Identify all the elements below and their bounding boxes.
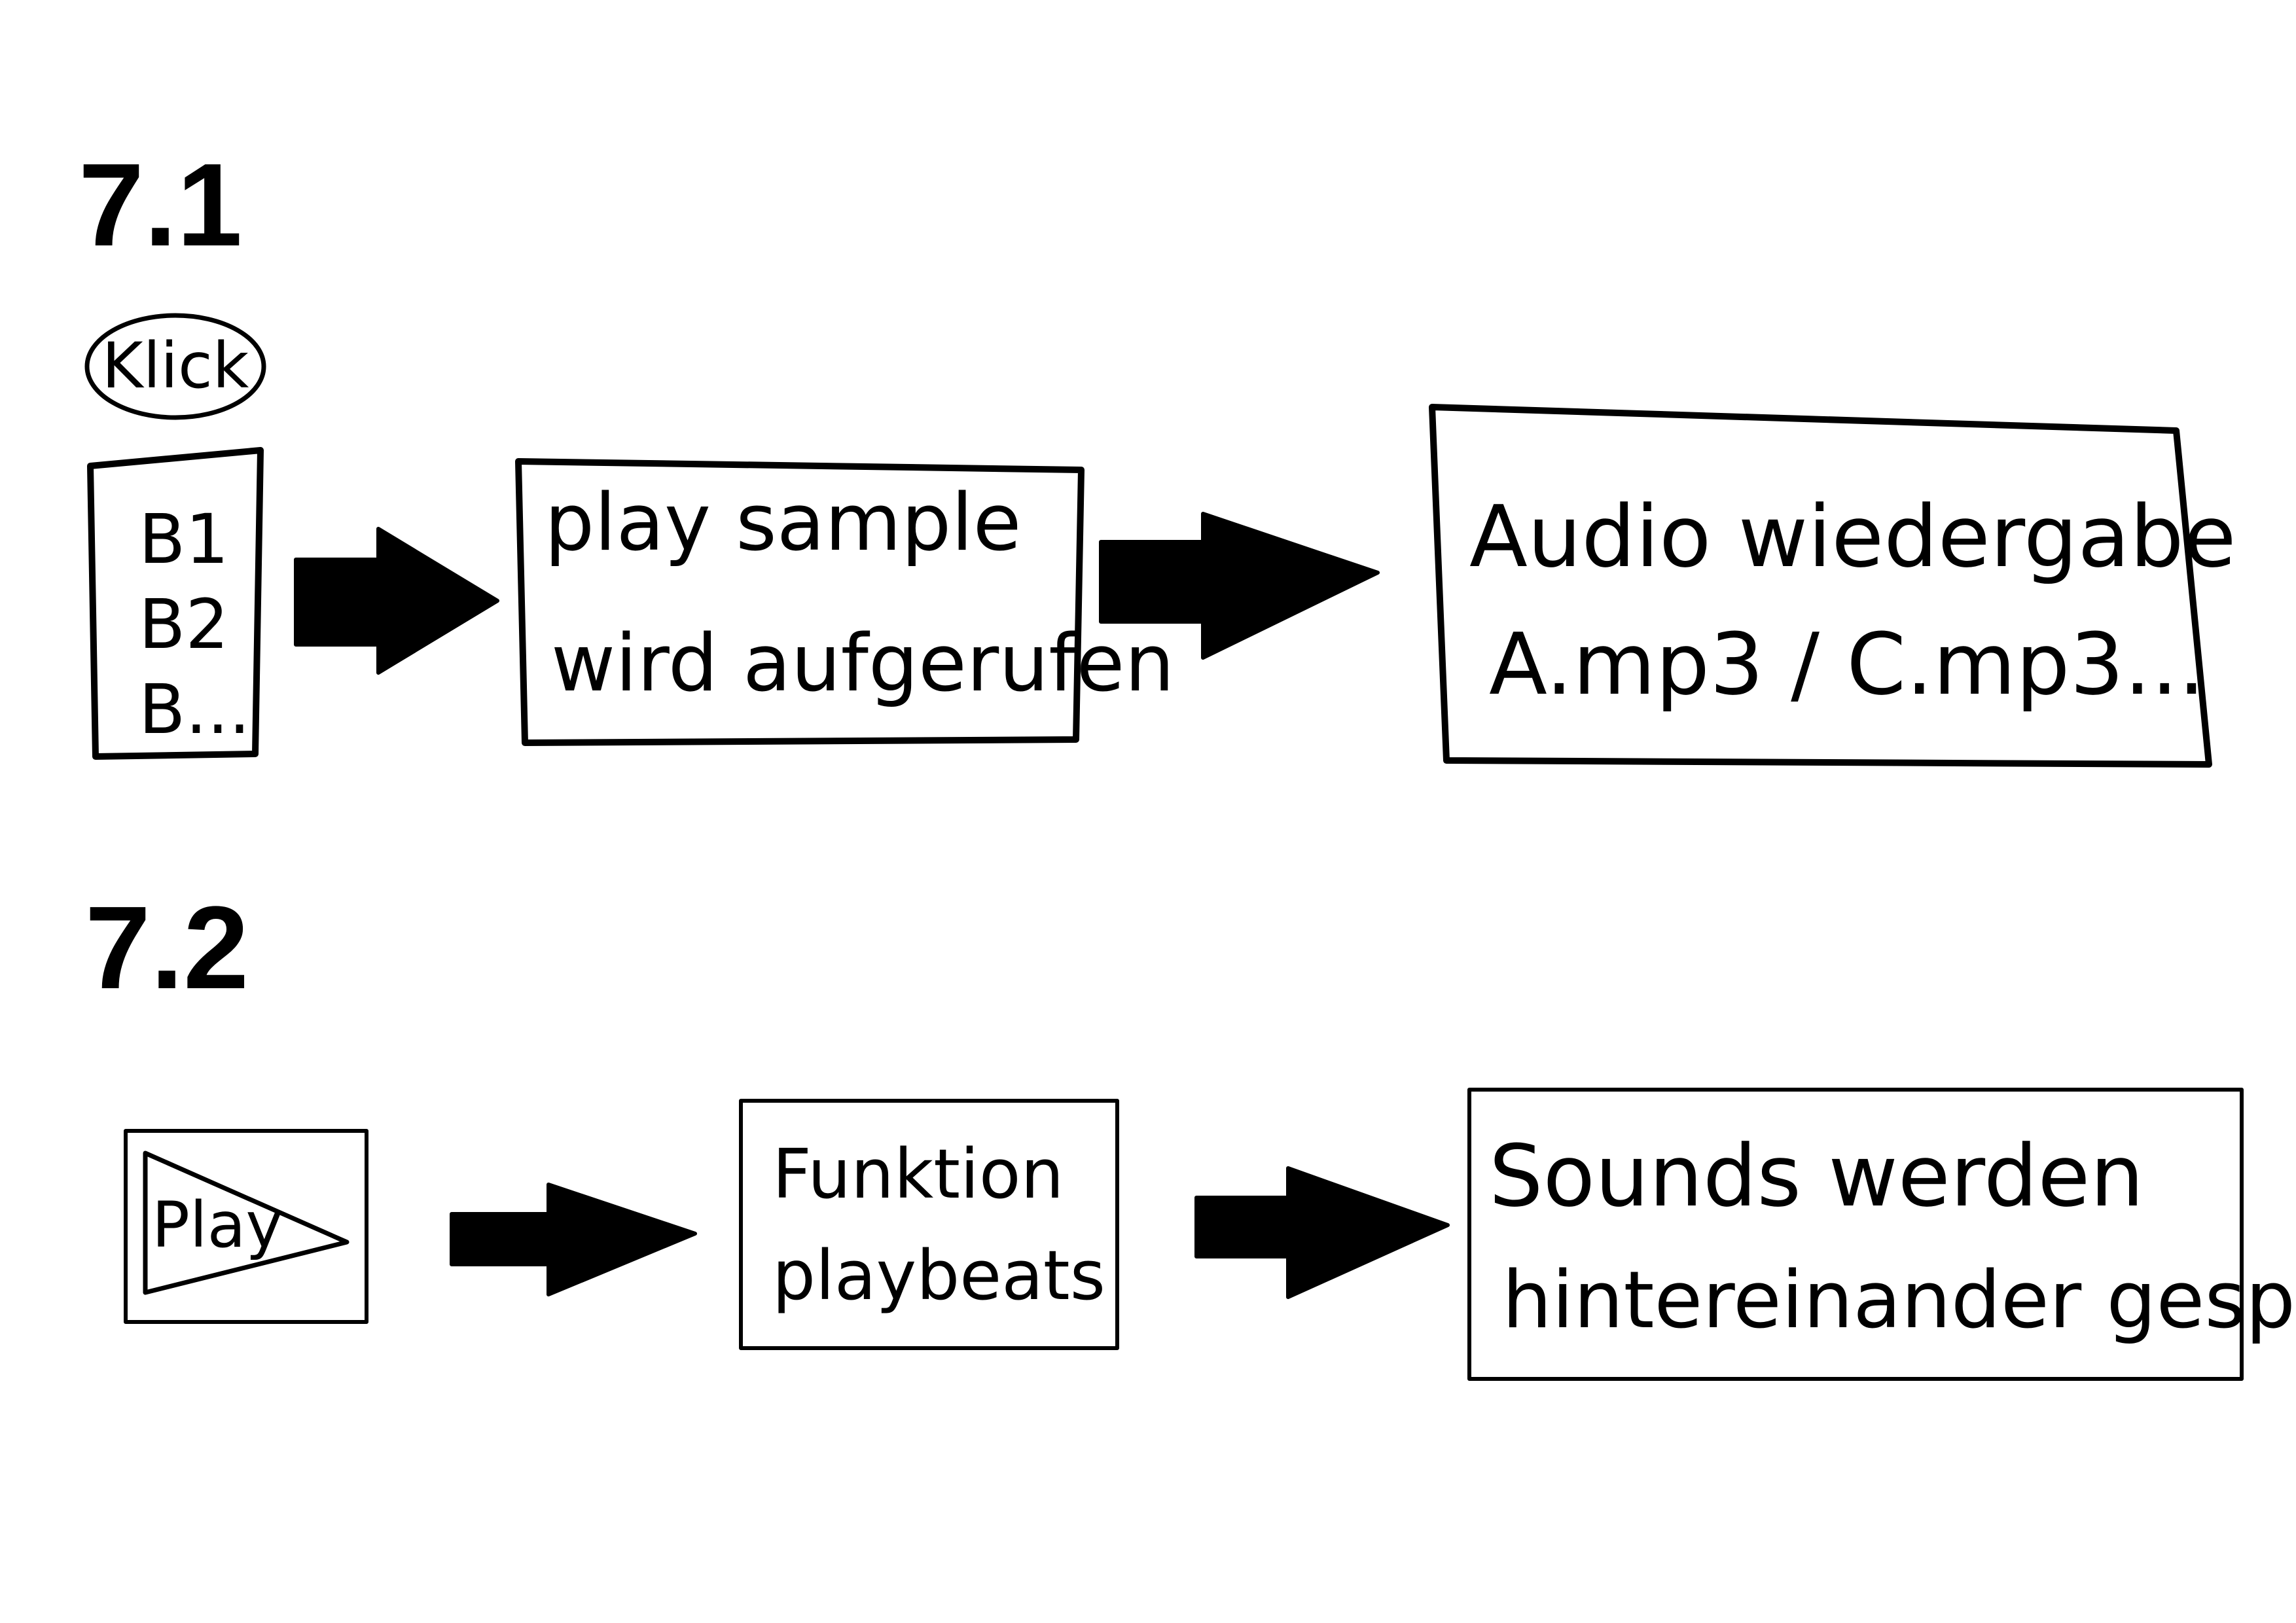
klick-label: Klick [102, 329, 249, 402]
result-line-2: A.mp3 / C.mp3... [1489, 615, 2205, 714]
button-label-b1: B1 [139, 499, 229, 579]
section-7-2: 7.2 Play Funktion playbeats Sounds werde… [85, 882, 2296, 1381]
function-line-1: play sample [545, 478, 1022, 569]
result-box-7-2-frame [1467, 1088, 2244, 1381]
function-7-2-line-2: playbeats [772, 1236, 1105, 1315]
function-box-7-1-frame [515, 458, 1085, 746]
result-7-2-line-1: Sounds werden [1489, 1126, 2144, 1226]
result-7-2-line-2: hintereinander gespielt [1502, 1255, 2296, 1346]
klick-ellipse [84, 313, 266, 420]
function-line-2: wird aufgerufen [551, 618, 1174, 709]
section-heading-7-2: 7.2 [85, 882, 249, 1014]
function-box-7-1: play sample wird aufgerufen [515, 458, 1174, 746]
result-line-1: Audio wiedergabe [1469, 487, 2236, 586]
arrow-function-to-result [1099, 512, 1380, 660]
play-triangle-icon [143, 1150, 350, 1295]
function-7-2-line-1: Funktion [772, 1134, 1064, 1214]
play-button-label: Play [152, 1188, 283, 1262]
arrow-function-to-result-7-2 [1194, 1166, 1450, 1299]
function-box-7-2-frame [739, 1099, 1119, 1350]
result-box-7-2: Sounds werden hintereinander gespielt [1467, 1088, 2296, 1381]
buttons-box-frame [87, 447, 264, 760]
klick-trigger: Klick [84, 313, 266, 420]
function-box-7-2: Funktion playbeats [739, 1099, 1119, 1350]
section-heading-7-1: 7.1 [79, 139, 242, 271]
result-box-7-1: Audio wiedergabe A.mp3 / C.mp3... [1429, 404, 2236, 768]
button-label-more: B... [139, 669, 251, 749]
result-box-7-1-frame [1429, 404, 2212, 768]
arrow-play-to-function [450, 1183, 697, 1296]
arrow-buttons-to-function [294, 527, 499, 675]
play-button: Play [124, 1129, 368, 1324]
section-7-1: 7.1 Klick B1 B2 B... play sample wird au… [79, 139, 2236, 768]
button-label-b2: B2 [139, 584, 229, 664]
buttons-box: B1 B2 B... [87, 447, 264, 760]
